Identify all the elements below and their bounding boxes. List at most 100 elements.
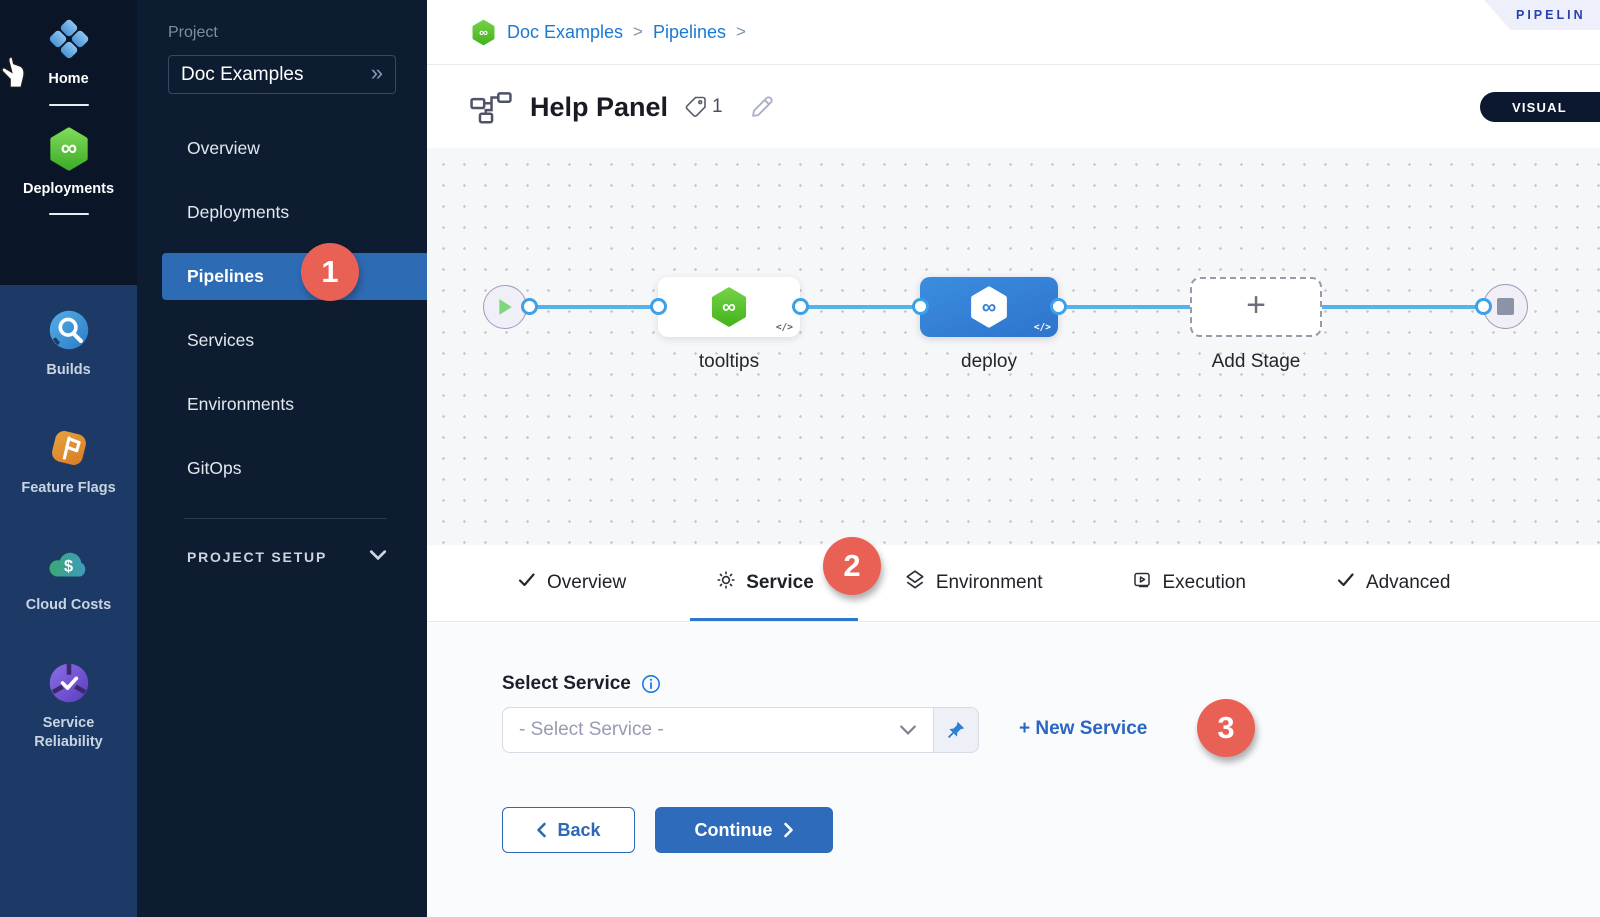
service-tab-panel: Select Service - Select Service - + New … (427, 623, 1600, 917)
pipeline-edge (1058, 305, 1196, 309)
tag-icon (684, 95, 708, 119)
tags-group[interactable]: 1 (684, 95, 723, 119)
sidebar-item-cloud-costs[interactable]: $ Cloud Costs (26, 542, 111, 616)
sidebar-item-label: Feature Flags (21, 479, 116, 496)
sidebar-item-label: Home (48, 71, 89, 87)
sidebar-item-builds[interactable]: Builds (46, 307, 92, 381)
pipeline-edge (800, 305, 926, 309)
pipeline-start-node[interactable] (483, 285, 527, 329)
project-nav-panel: Project Doc Examples » Overview Deployme… (137, 0, 427, 917)
tab-label: Advanced (1365, 572, 1451, 593)
svg-text:∞: ∞ (722, 297, 736, 318)
ribbon-label: PIPELIN (1516, 8, 1586, 22)
project-selector[interactable]: Doc Examples » (168, 55, 396, 94)
stage-node-deploy[interactable]: ∞ </> (920, 277, 1058, 337)
info-icon[interactable] (641, 674, 661, 694)
tab-label: Service (746, 572, 814, 593)
continue-button[interactable]: Continue (655, 807, 833, 853)
execution-icon (1132, 570, 1152, 596)
stage-node-tooltips[interactable]: ∞ </> (658, 277, 800, 337)
page-title: Help Panel (530, 91, 669, 122)
chevron-down-icon (369, 548, 387, 566)
pin-service-button[interactable] (934, 707, 979, 753)
module-divider (48, 103, 89, 106)
step-badge-2: 2 (823, 537, 881, 595)
breadcrumb-link-project[interactable]: Doc Examples (507, 21, 624, 42)
tab-label: Overview (547, 572, 627, 593)
pipeline-edge (1322, 305, 1488, 309)
edge-port[interactable] (521, 298, 538, 315)
svg-text:∞: ∞ (982, 296, 996, 318)
pipeline-title-bar: Help Panel 1 (427, 66, 1600, 148)
nav-item-label: Deployments (187, 201, 290, 222)
module-sidebar-active-section: Home ∞ Deployments (0, 0, 137, 285)
sidebar-item-label: Service Reliability (34, 714, 103, 751)
nav-item-overview[interactable]: Overview (137, 116, 427, 180)
svg-text:∞: ∞ (60, 134, 76, 160)
builds-icon (46, 307, 92, 353)
service-select-placeholder: - Select Service - (519, 719, 664, 740)
nav-item-services[interactable]: Services (137, 308, 427, 372)
chevron-down-icon (899, 724, 917, 736)
sidebar-item-home[interactable]: Home (46, 16, 92, 90)
nav-item-label: Environments (187, 393, 294, 414)
project-setup-toggle[interactable]: PROJECT SETUP (187, 548, 387, 566)
visual-yaml-toggle[interactable]: VISUAL (1480, 92, 1600, 122)
nav-item-label: Overview (187, 137, 260, 158)
edit-pencil-icon[interactable] (749, 94, 775, 120)
main-content: ∞ Doc Examples > Pipelines > PIPELIN Hel… (427, 0, 1600, 917)
stop-icon (1497, 298, 1514, 315)
module-sidebar: Home ∞ Deployments Builds Feature Flags … (0, 0, 137, 917)
select-service-label: Select Service (502, 673, 631, 694)
tab-label: Environment (935, 572, 1043, 593)
nav-divider (184, 518, 387, 519)
service-select-dropdown[interactable]: - Select Service - (502, 707, 934, 753)
deployments-icon: ∞ (46, 126, 92, 172)
sidebar-item-service-reliability[interactable]: Service Reliability (19, 660, 119, 753)
home-icon (46, 16, 92, 62)
plus-icon: + (1246, 286, 1266, 324)
chevron-left-icon (536, 822, 547, 838)
back-button[interactable]: Back (502, 807, 635, 853)
cloud-costs-icon: $ (45, 542, 91, 588)
check-icon (517, 570, 537, 596)
code-view-icon[interactable]: </> (1033, 322, 1051, 333)
tab-label: Execution (1162, 572, 1246, 593)
edge-port[interactable] (1475, 298, 1492, 315)
code-view-icon[interactable]: </> (775, 322, 793, 333)
sidebar-item-label: Cloud Costs (25, 597, 112, 614)
edge-port[interactable] (1050, 298, 1067, 315)
sidebar-item-feature-flags[interactable]: Feature Flags (21, 425, 116, 499)
edge-port[interactable] (912, 298, 929, 315)
svg-text:$: $ (64, 558, 73, 576)
nav-item-pipelines[interactable]: Pipelines (162, 252, 427, 300)
nav-item-label: GitOps (187, 457, 242, 478)
project-selector-value: Doc Examples (181, 63, 304, 85)
breadcrumb-link-pipelines[interactable]: Pipelines (652, 21, 727, 42)
edge-port[interactable] (650, 298, 667, 315)
visual-toggle-label: VISUAL (1512, 99, 1567, 115)
new-service-link[interactable]: + New Service (1019, 718, 1148, 739)
stage-tabs: Overview Service Environment Execution A… (427, 545, 1600, 622)
sidebar-item-label: Builds (46, 362, 91, 378)
pipeline-canvas[interactable]: ∞ </> tooltips ∞ </> deploy + Add Stage (427, 148, 1600, 545)
nav-item-label: Services (187, 329, 255, 350)
sidebar-item-deployments[interactable]: ∞ Deployments (23, 126, 114, 200)
tab-overview[interactable]: Overview (503, 545, 640, 621)
project-setup-label: PROJECT SETUP (187, 549, 328, 565)
tab-advanced[interactable]: Advanced (1322, 545, 1465, 621)
tab-execution[interactable]: Execution (1118, 545, 1259, 621)
edge-port[interactable] (792, 298, 809, 315)
breadcrumb: ∞ Doc Examples > Pipelines > (427, 0, 1600, 65)
add-stage-button[interactable]: + (1190, 277, 1322, 337)
nav-item-deployments[interactable]: Deployments (137, 180, 427, 244)
sidebar-item-label: Deployments (22, 180, 115, 197)
tab-environment[interactable]: Environment (890, 545, 1057, 621)
nav-item-environments[interactable]: Environments (137, 372, 427, 436)
nav-item-gitops[interactable]: GitOps (137, 436, 427, 500)
pipeline-edge (505, 305, 665, 309)
project-section-label: Project (168, 24, 218, 41)
feature-flags-icon (46, 425, 92, 471)
tab-service[interactable]: Service (690, 545, 858, 621)
chevron-right-icon (783, 822, 794, 838)
